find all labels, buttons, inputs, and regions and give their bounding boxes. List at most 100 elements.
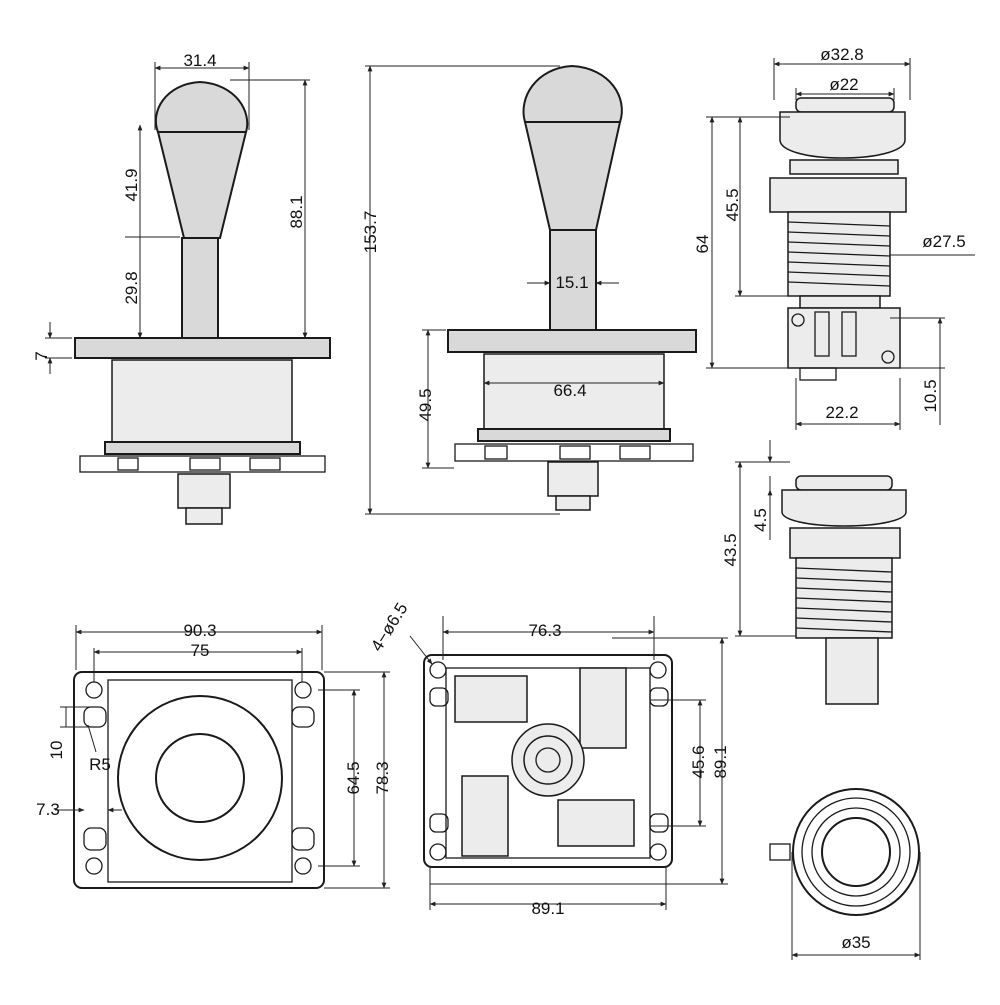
ball-top-body [523, 121, 622, 231]
dim-15-1: 15.1 [555, 273, 588, 292]
dim-89-1-vertical: 89.1 [711, 745, 730, 778]
actuator-hub [523, 735, 573, 785]
bezel-outer [801, 797, 911, 907]
dim-88-1: 88.1 [287, 195, 306, 228]
dim-75: 75 [191, 641, 210, 660]
actuator [547, 461, 599, 497]
joystick-side-view-left: 31.4 41.9 29.8 88.1 7 [32, 51, 331, 525]
base-plate [477, 428, 671, 442]
bezel-ring [789, 159, 899, 175]
mount-slot [291, 827, 315, 851]
housing [111, 359, 293, 443]
dim-4-5: 4.5 [751, 508, 770, 532]
dim-10-5: 10.5 [921, 379, 940, 412]
microswitch [557, 799, 635, 847]
ball-top-cap [154, 80, 249, 133]
lock-nut [769, 177, 907, 213]
mount-hole [294, 681, 312, 699]
dim-22-2: 22.2 [825, 403, 858, 422]
actuator-tip [185, 507, 223, 525]
mount-plate [447, 329, 697, 353]
microswitch [461, 775, 509, 857]
bezel-inner [811, 807, 901, 897]
mount-plate [74, 337, 331, 359]
microswitch-row [79, 455, 326, 473]
button-top-view: ø35 [769, 788, 921, 960]
dim-phi32-8: ø32.8 [820, 45, 863, 64]
terminal [189, 457, 221, 471]
joystick-side-view-middle: 153.7 15.1 66.4 49.5 [361, 64, 697, 515]
dim-64-5: 64.5 [344, 761, 363, 794]
base-plate-outline [423, 654, 673, 868]
mount-hole [649, 661, 667, 679]
mount-hole [85, 857, 103, 875]
mount-hole [294, 857, 312, 875]
shaft [181, 237, 219, 339]
dim-45-6: 45.6 [689, 745, 708, 778]
button-side-view: 43.5 4.5 [721, 440, 907, 705]
joystick-bottom-view: 4−ø6.5 76.3 45.6 89.1 89.1 [367, 599, 730, 918]
dim-43-5: 43.5 [721, 533, 740, 566]
microswitch [579, 667, 627, 749]
housing [483, 353, 665, 430]
terminal-tab [769, 843, 791, 861]
terminal [249, 457, 281, 471]
actuator-tip [555, 495, 591, 511]
inner-plate [445, 667, 651, 859]
dim-r5: R5 [89, 755, 111, 774]
button-cap [795, 475, 893, 491]
dim-76-3: 76.3 [528, 621, 561, 640]
button-side-view-switch: ø32.8 ø22 45.5 64 ø27.5 22.2 10.5 [693, 45, 975, 430]
microswitch-row [454, 443, 694, 462]
dim-phi22: ø22 [829, 75, 858, 94]
dim-64: 64 [693, 235, 712, 254]
dim-phi35: ø35 [841, 933, 870, 952]
dim-45-5: 45.5 [723, 188, 742, 221]
actuator [177, 473, 231, 509]
microswitch [454, 675, 528, 723]
button-face [821, 817, 891, 887]
dim-7: 7 [32, 351, 51, 360]
terminal [619, 445, 651, 460]
mount-hole [429, 661, 447, 679]
microswitch [787, 307, 901, 369]
actuator-center [535, 747, 561, 773]
button-bezel [779, 111, 906, 159]
nut-outer [792, 788, 920, 916]
mount-hole [649, 843, 667, 861]
mount-plate-outline [73, 671, 325, 889]
ball-top-cap [522, 64, 623, 123]
lock-nut [789, 527, 901, 559]
dim-31-4: 31.4 [183, 51, 216, 70]
dust-washer-outer [117, 695, 283, 861]
mount-hole [429, 843, 447, 861]
terminal [559, 445, 591, 460]
dim-41-9: 41.9 [122, 168, 141, 201]
dim-66-4: 66.4 [553, 381, 586, 400]
dim-7-3: 7.3 [36, 800, 60, 819]
dim-90-3: 90.3 [183, 621, 216, 640]
mount-hole [85, 681, 103, 699]
dim-hole-count: 4−ø6.5 [367, 599, 411, 654]
mount-slot [83, 827, 107, 851]
dim-phi27-5: ø27.5 [922, 232, 965, 251]
dim-89-1-horizontal: 89.1 [531, 899, 564, 918]
terminal [117, 457, 139, 471]
base-plate [104, 441, 301, 455]
dim-78-3: 78.3 [373, 761, 392, 794]
dust-washer-inner [155, 733, 245, 823]
inner-plate [107, 679, 293, 883]
dim-49-5: 49.5 [416, 388, 435, 421]
button-cap [795, 97, 895, 113]
switch-body [825, 637, 879, 705]
ball-top-body [156, 131, 248, 239]
mount-slot [291, 706, 315, 728]
dim-29-8: 29.8 [122, 271, 141, 304]
dim-153-7: 153.7 [361, 211, 380, 254]
mount-slot [83, 706, 107, 728]
dim-10: 10 [47, 741, 66, 760]
terminal [484, 445, 508, 460]
switch-mount [799, 295, 881, 309]
